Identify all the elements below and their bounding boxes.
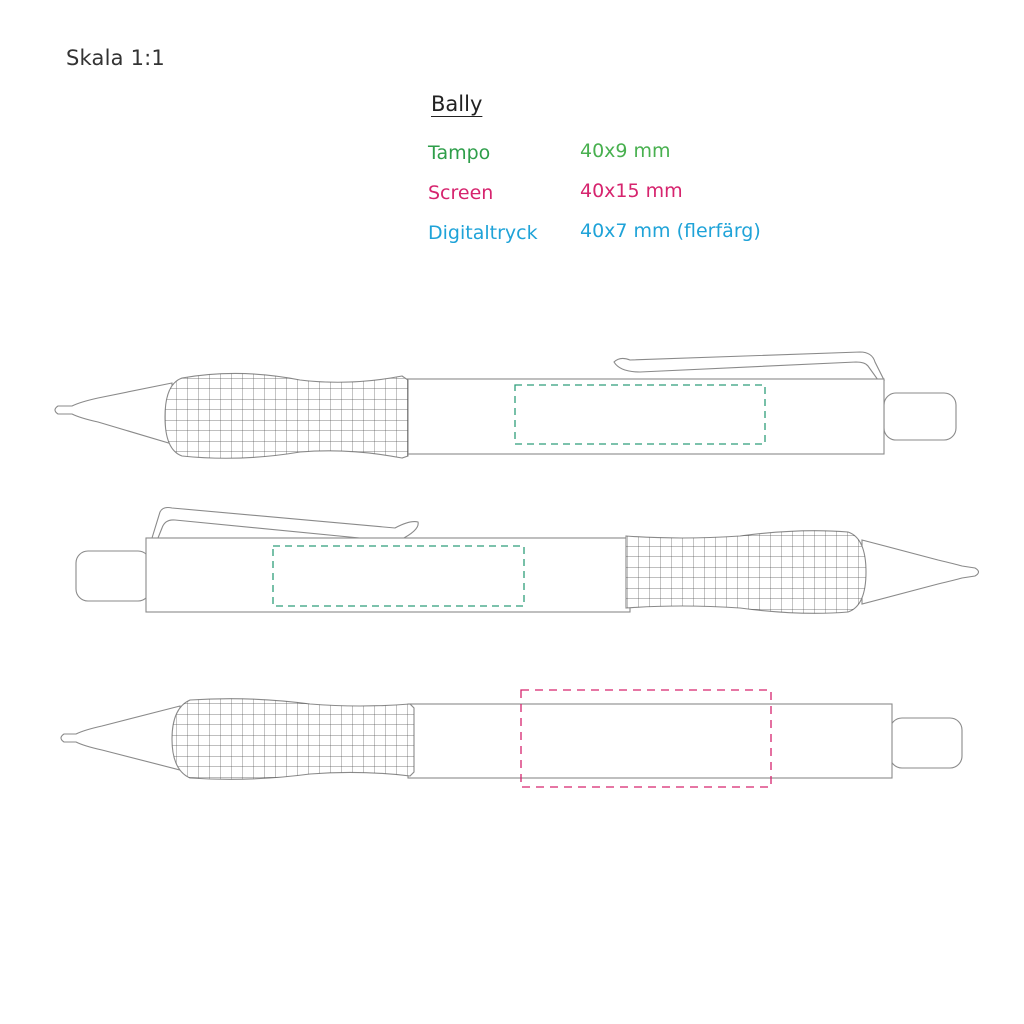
pen-middle — [75, 506, 980, 614]
pen-bottom-button — [889, 717, 963, 769]
pen-top-barrel — [401, 378, 885, 455]
pen-bottom-grip-texture — [172, 698, 414, 780]
pen-middle-grip-texture — [626, 530, 866, 614]
method-screen-label: Screen — [428, 182, 494, 204]
pen-top-button — [883, 392, 957, 441]
pen-top-grip-texture — [165, 373, 408, 459]
pen-bottom — [60, 689, 963, 788]
scale-label: Skala 1:1 — [66, 46, 165, 70]
pen-bottom-nose — [60, 705, 181, 771]
pen-bottom-screen-area — [520, 689, 772, 788]
method-screen-size: 40x15 mm — [580, 180, 683, 202]
product-name: Bally — [431, 92, 483, 116]
pen-middle-barrel — [145, 537, 631, 613]
pen-top — [54, 351, 957, 459]
method-digital-size: 40x7 mm (flerfärg) — [580, 220, 761, 242]
pen-middle-tampo-area — [272, 545, 525, 607]
pen-middle-button — [75, 550, 151, 602]
method-tampo-size: 40x9 mm — [580, 140, 671, 162]
method-tampo-label: Tampo — [428, 142, 491, 164]
pen-middle-clip — [151, 506, 419, 544]
pen-top-clip — [613, 351, 885, 381]
pen-top-tampo-area — [514, 384, 766, 445]
pen-middle-nose — [861, 539, 980, 605]
method-digital-label: Digitaltryck — [428, 222, 538, 244]
pen-top-nose — [54, 382, 173, 445]
pen-bottom-barrel — [407, 703, 893, 779]
